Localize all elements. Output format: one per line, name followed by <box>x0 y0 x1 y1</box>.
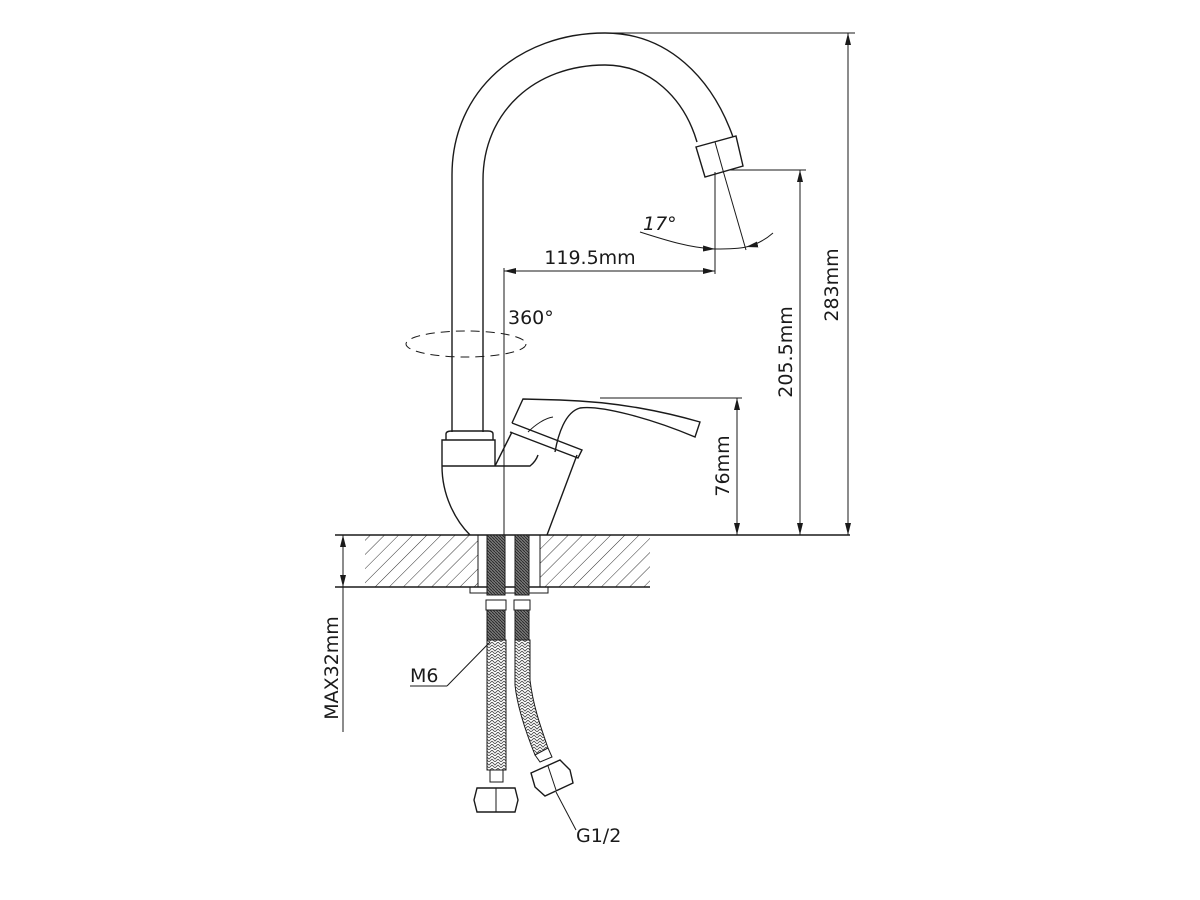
label-360-degrees: 360° <box>508 307 554 329</box>
callout-g1-2: G1/2 <box>555 791 621 847</box>
dimension-handle-height: 76mm <box>600 397 742 535</box>
label-283mm: 283mm <box>821 248 843 321</box>
dimension-spout-reach: 119.5mm <box>503 172 716 535</box>
label-g1-2: G1/2 <box>576 825 621 847</box>
dimension-total-height: 283mm <box>605 32 855 535</box>
dimension-counter-thickness: MAX32mm <box>321 535 346 732</box>
dimension-aerator-angle: 17° <box>639 173 774 252</box>
label-205-5mm: 205.5mm <box>775 306 797 397</box>
spout <box>451 32 744 432</box>
dimension-spout-height: 205.5mm <box>730 169 806 535</box>
label-17-degrees: 17° <box>643 213 677 235</box>
label-m6: M6 <box>410 665 438 687</box>
supply-hoses <box>473 534 574 813</box>
label-119-5mm: 119.5mm <box>544 247 635 269</box>
swivel-indicator: 360° <box>405 307 554 358</box>
countertop <box>335 534 850 594</box>
label-max32mm: MAX32mm <box>321 616 343 720</box>
lever-handle <box>509 398 701 459</box>
label-76mm: 76mm <box>712 435 734 496</box>
callout-m6: M6 <box>410 641 491 687</box>
aerator <box>695 135 744 178</box>
